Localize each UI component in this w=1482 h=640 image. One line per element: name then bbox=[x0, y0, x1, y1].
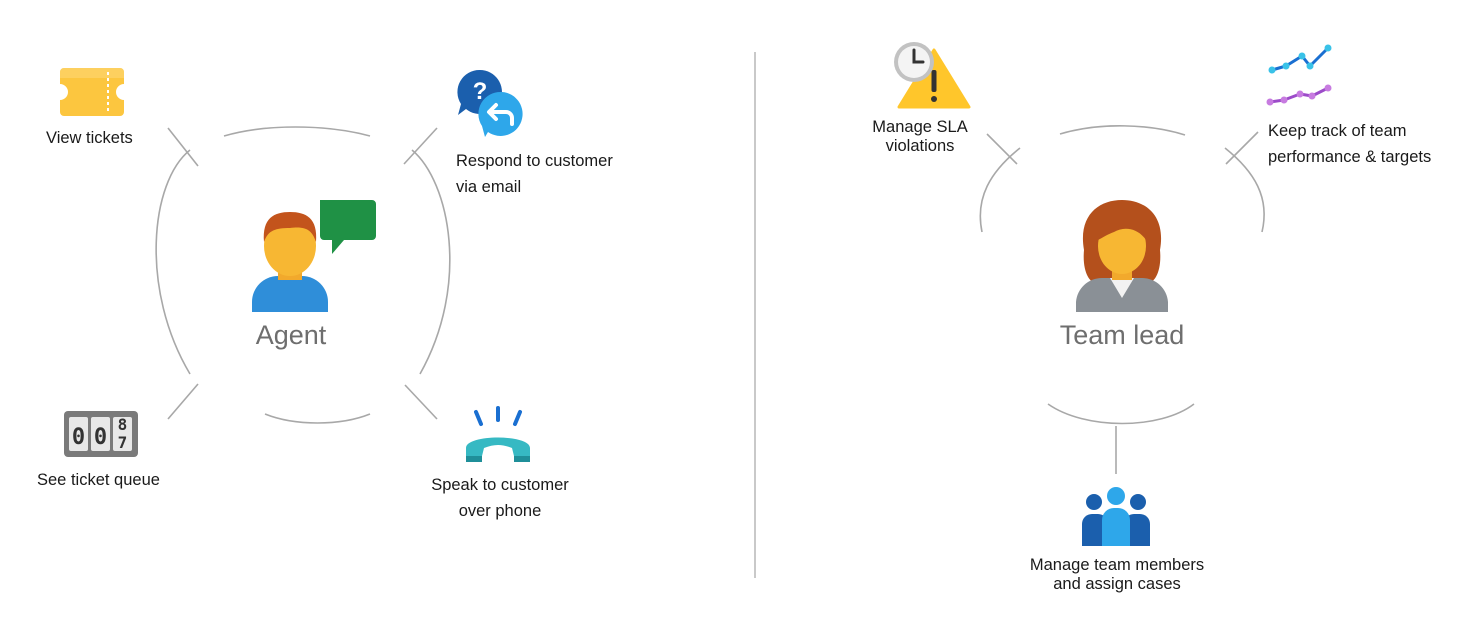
agent-ring-right-arc bbox=[411, 149, 451, 375]
lead-spoke-top-left bbox=[986, 133, 1018, 165]
agent-ring-left-arc bbox=[155, 149, 191, 375]
respond-email-line1: Respond to customer bbox=[456, 152, 613, 170]
performance-line2: performance & targets bbox=[1268, 148, 1432, 166]
email-reply-icon: ? bbox=[457, 69, 523, 137]
sla-line2: violations bbox=[885, 137, 955, 155]
counter-digit-4: 7 bbox=[118, 433, 128, 452]
agent-ring-bottom-arc bbox=[264, 413, 371, 424]
agent-title: Agent bbox=[255, 320, 327, 350]
team-members-icon bbox=[1082, 487, 1150, 546]
lead-ring-top-arc bbox=[1059, 125, 1186, 136]
team-members-line2: and assign cases bbox=[1053, 575, 1181, 593]
team-members-label: Manage team members and assign cases bbox=[1010, 556, 1224, 594]
counter-digit-2: 0 bbox=[94, 425, 107, 450]
ticket-queue-label: See ticket queue bbox=[37, 467, 160, 493]
counter-digit-3: 8 bbox=[118, 415, 128, 434]
lead-ring-bottom-arc bbox=[1047, 403, 1195, 425]
view-tickets-label: View tickets bbox=[46, 125, 133, 151]
team-members-line1: Manage team members bbox=[1029, 556, 1205, 574]
agent-avatar-icon bbox=[252, 200, 376, 312]
speak-phone-label: Speak to customer over phone bbox=[420, 472, 580, 524]
sla-label: Manage SLA violations bbox=[860, 118, 980, 156]
lead-spoke-top-right bbox=[1225, 131, 1259, 165]
lead-ring-left-arc bbox=[979, 147, 1021, 233]
team-lead-avatar-icon bbox=[1076, 200, 1168, 312]
agent-ring-top-arc bbox=[223, 126, 371, 137]
respond-email-label: Respond to customer via email bbox=[456, 148, 613, 200]
performance-line1: Keep track of team bbox=[1268, 122, 1407, 140]
team-lead-title: Team lead bbox=[1059, 320, 1185, 350]
agent-spoke-top-left bbox=[167, 127, 199, 167]
view-tickets-text: View tickets bbox=[46, 129, 133, 147]
respond-email-line2: via email bbox=[456, 178, 522, 196]
speak-phone-line1: Speak to customer bbox=[431, 476, 569, 494]
section-divider bbox=[754, 52, 756, 578]
ticket-queue-text: See ticket queue bbox=[37, 471, 160, 489]
lead-ring-right-arc bbox=[1224, 147, 1265, 233]
ticket-icon bbox=[60, 68, 124, 116]
counter-digit-1: 0 bbox=[72, 425, 85, 450]
agent-spoke-top-right bbox=[403, 127, 438, 165]
agent-spoke-bottom-right bbox=[404, 384, 438, 420]
svg-text:?: ? bbox=[473, 78, 488, 105]
sla-line1: Manage SLA bbox=[872, 118, 968, 136]
sla-warning-icon bbox=[894, 42, 971, 109]
performance-chart-icon bbox=[1266, 44, 1332, 106]
performance-label: Keep track of team performance & targets bbox=[1268, 118, 1431, 170]
speak-phone-line2: over phone bbox=[458, 502, 542, 520]
ticket-counter-icon: 0 0 8 7 bbox=[64, 411, 138, 457]
agent-spoke-bottom-left bbox=[167, 383, 199, 420]
phone-ringing-icon bbox=[466, 406, 530, 462]
